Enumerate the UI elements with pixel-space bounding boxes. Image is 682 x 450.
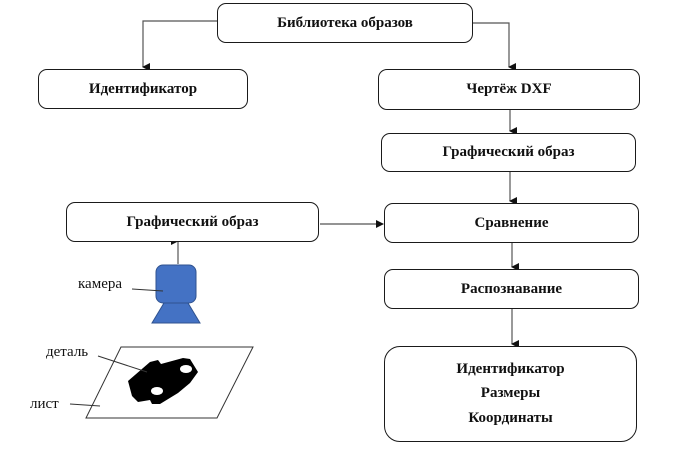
part-leader-line — [97, 355, 148, 373]
graphic-right-box: Графический образ — [381, 133, 636, 172]
arrow-library-to-identifier — [142, 20, 218, 71]
drawing-box: Чертёж DXF — [378, 69, 640, 110]
sheet-label: лист — [30, 396, 59, 412]
camera-leader-line — [131, 288, 164, 292]
camera-label: камера — [78, 276, 123, 292]
graphic-left-label: Графический образ — [126, 213, 259, 230]
part-shape — [128, 358, 198, 404]
recognition-label: Распознавание — [460, 280, 563, 297]
library-box: Библиотека образов — [217, 3, 473, 43]
comparison-box: Сравнение — [384, 203, 639, 243]
result-identifier: Идентификатор — [456, 360, 565, 377]
graphic-right-label: Графический образ — [442, 144, 575, 160]
library-label: Библиотека образов — [277, 14, 413, 31]
arrow-library-to-drawing — [472, 22, 516, 71]
identifier-label: Идентификатор — [88, 80, 198, 97]
sheet-leader-line — [69, 403, 101, 407]
graphic-left-box: Графический образ — [66, 202, 319, 242]
camera-icon — [151, 264, 201, 324]
identifier-box: Идентификатор — [38, 69, 248, 109]
recognition-box: Распознавание — [384, 269, 639, 309]
result-coordinates: Координаты — [468, 410, 553, 427]
part-label: деталь — [46, 344, 89, 360]
drawing-label: Чертёж DXF — [466, 81, 552, 97]
result-dimensions: Размеры — [480, 385, 541, 402]
result-box: Идентификатор Размеры Координаты — [384, 346, 637, 442]
comparison-label: Сравнение — [474, 214, 549, 231]
